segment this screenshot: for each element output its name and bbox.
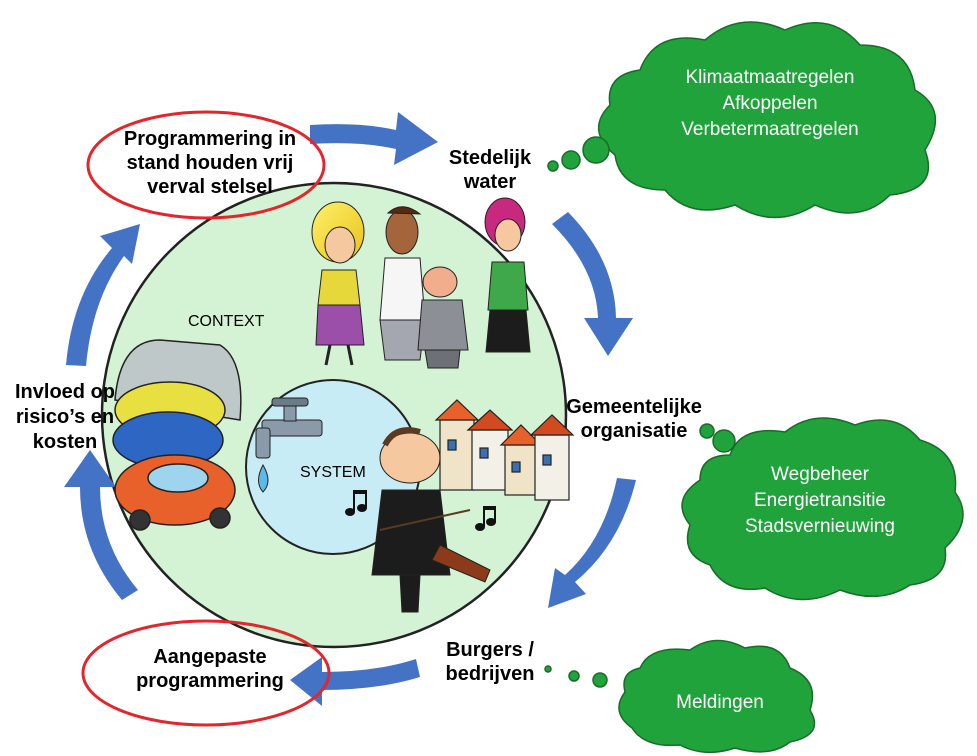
arrow-right-upper — [552, 212, 633, 356]
people-illustration — [311, 197, 531, 369]
cloud-top-text: Klimaatmaatregelen Afkoppelen Verbeterma… — [630, 65, 910, 143]
label-system: SYSTEM — [300, 464, 366, 481]
label-aangepaste-programmering: Aangepaste programmering — [136, 646, 284, 692]
label-burgers-bedrijven: Burgers / bedrijven — [445, 639, 535, 685]
label-stedelijk-water: Stedelijk water — [448, 147, 532, 193]
arrow-left-upper — [66, 224, 140, 366]
cloud-middle-item: Stadsvernieuwing — [745, 516, 895, 537]
cloud-top-item: Verbetermaatregelen — [681, 119, 859, 140]
arrow-top — [310, 112, 438, 165]
arrow-right-lower — [548, 478, 636, 608]
cloud-top-item: Afkoppelen — [722, 93, 818, 114]
cars-illustration — [112, 339, 242, 531]
cloud-middle-item: Wegbeheer — [771, 464, 869, 485]
cloud-middle — [681, 417, 964, 601]
cloud-middle-item: Energietransitie — [753, 490, 887, 511]
arrow-bottom — [290, 657, 420, 706]
cloud-middle-text: Wegbeheer Energietransitie Stadsvernieuw… — [695, 462, 945, 540]
music-note-icon — [345, 490, 496, 531]
label-programmering: Programmering in stand houden vrij verva… — [123, 128, 297, 198]
violinist-illustration — [371, 427, 491, 613]
cloud-top-item: Klimaatmaatregelen — [685, 67, 855, 88]
arrow-left-lower — [64, 450, 138, 600]
highlight-ellipse-bottom — [81, 619, 331, 727]
cycle-arrows — [64, 112, 636, 706]
cloud-top — [547, 21, 937, 219]
cloud-bottom-text: Meldingen — [630, 690, 810, 716]
label-context: CONTEXT — [188, 313, 265, 330]
label-invloed: Invloed op risico’s en kosten — [15, 381, 115, 453]
tap-icon — [255, 397, 323, 493]
highlight-ellipse-top — [86, 110, 326, 220]
label-gemeentelijke-organisatie: Gemeentelijke organisatie — [566, 396, 702, 442]
cloud-bottom — [544, 639, 816, 754]
houses-illustration — [434, 399, 575, 501]
cloud-bottom-item: Meldingen — [676, 692, 764, 713]
